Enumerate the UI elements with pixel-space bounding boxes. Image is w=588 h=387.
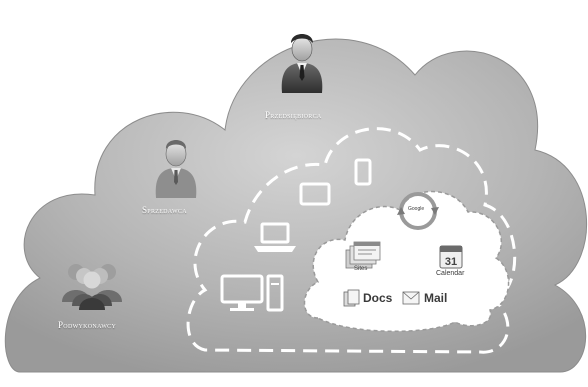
person-icon <box>155 140 197 198</box>
sites-icon <box>345 241 381 269</box>
sync-icon <box>397 192 439 230</box>
mail-label: Mail <box>424 291 448 305</box>
role-label-salesperson: Sprzedawca <box>142 205 187 215</box>
svg-text:31: 31 <box>445 256 457 268</box>
mail-icon <box>402 291 420 305</box>
docs-icon <box>343 289 360 307</box>
calendar-icon: 31 <box>439 245 463 269</box>
role-label-subcontractors: Podwykonawcy <box>58 320 117 330</box>
group-icon <box>62 264 122 310</box>
person-icon <box>281 34 323 93</box>
desktop-icon <box>220 274 284 312</box>
calendar-label: Calendar <box>436 270 465 277</box>
tablet-icon <box>299 182 331 206</box>
role-label-entrepreneur: Przedsiębiorca <box>265 110 322 120</box>
phone-icon <box>354 158 372 186</box>
laptop-icon <box>254 222 296 252</box>
sites-label: Sites <box>354 266 368 272</box>
sync-label: Google <box>408 206 425 212</box>
docs-label: Docs <box>363 291 393 305</box>
